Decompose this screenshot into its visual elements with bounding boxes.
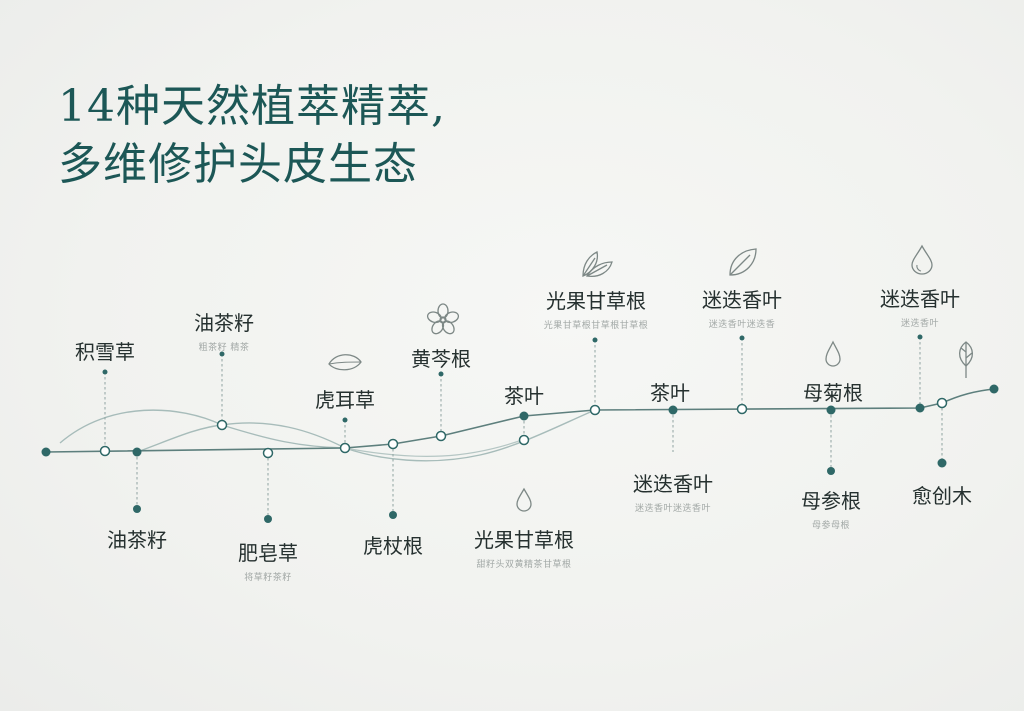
- ingredient-subtext: 将草籽茶籽: [244, 573, 292, 583]
- ingredient-name: 母菊根: [803, 381, 863, 405]
- ingredient-name: 母参根: [801, 489, 861, 513]
- leaf-icon: [328, 354, 362, 371]
- node-mujugen: [826, 405, 836, 415]
- label-youchazi-top: 油茶籽 粗茶籽 精茶: [194, 307, 254, 353]
- ingredient-name: 茶叶: [650, 381, 690, 405]
- node-huangqingen: [435, 430, 447, 442]
- node-midiexiangye-top: [736, 403, 748, 415]
- ingredient-subtext: 迷迭香叶迷迭香叶: [634, 504, 711, 514]
- label-huangqingen: 黄芩根: [411, 343, 471, 372]
- ingredient-name: 光果甘草根: [545, 289, 646, 313]
- leaves-icon: [582, 251, 613, 278]
- timeline-end-node: [989, 384, 999, 394]
- node-midiexiangye-top-tip: [739, 335, 745, 341]
- node-youchazi-bottom-tip: [133, 505, 141, 513]
- node-yuchuangmu-tip: [937, 458, 947, 468]
- node-youchazi-bottom: [132, 447, 142, 457]
- timeline-tail: [941, 388, 995, 404]
- node-chaye-1: [519, 411, 529, 421]
- drop-icon: [516, 487, 532, 512]
- ingredient-name: 光果甘草根: [474, 528, 574, 552]
- ingredient-subtext: 甜籽头双黄精茶甘草根: [476, 560, 572, 570]
- label-jixuecao: 积雪草: [75, 336, 135, 365]
- label-huzhanggen: 虎杖根: [363, 530, 423, 559]
- label-huercao: 虎耳草: [315, 384, 375, 413]
- node-midiexiangye-right: [915, 403, 925, 413]
- ingredient-name: 积雪草: [75, 340, 135, 364]
- node-huercao: [339, 442, 351, 454]
- ingredient-subtext: 光果甘草根甘草根甘草根: [543, 321, 649, 331]
- ingredient-subtext: 迷迭香叶: [900, 319, 939, 329]
- timeline-start-node: [41, 447, 51, 457]
- node-chaye-2: [668, 405, 678, 415]
- ingredient-name: 黄芩根: [411, 347, 471, 371]
- ingredient-name: 肥皂草: [238, 541, 298, 565]
- node-youchazi-top: [216, 419, 228, 431]
- label-mujugen: 母菊根: [803, 377, 863, 406]
- ingredient-name: 茶叶: [504, 384, 544, 408]
- ingredient-subtext: 母参母根: [811, 521, 850, 531]
- ingredient-subtext: 迷迭香叶迷迭香: [708, 320, 776, 330]
- label-gancao-top: 光果甘草根 光果甘草根甘草根甘草根: [544, 285, 649, 331]
- lower-wave-curve: [344, 439, 523, 457]
- node-feizaocao-tip: [264, 515, 272, 523]
- label-gancao-bottom: 光果甘草根 甜籽头双黄精茶甘草根: [474, 524, 574, 570]
- label-midiexiangye-bottom: 迷迭香叶 迷迭香叶迷迭香叶: [633, 468, 713, 514]
- node-midiexiangye-right-tip: [917, 334, 923, 340]
- ingredient-name: 愈创木: [912, 484, 972, 508]
- ingredient-name: 虎耳草: [315, 388, 375, 412]
- node-feizaocao: [262, 447, 274, 459]
- node-yuchuangmu: [936, 397, 948, 409]
- label-mushengen: 母参根 母参母根: [801, 485, 861, 531]
- node-gancao-top-tip: [592, 337, 598, 343]
- label-midiexiangye-right: 迷迭香叶 迷迭香叶: [880, 283, 960, 329]
- headline-line-2: 多维修护头皮生态: [58, 139, 418, 190]
- label-feizaocao: 肥皂草 将草籽茶籽: [238, 537, 298, 583]
- ingredient-name: 迷迭香叶: [880, 287, 960, 311]
- ingredient-name: 迷迭香叶: [633, 472, 713, 496]
- flower-icon: [426, 303, 460, 335]
- ingredient-name: 迷迭香叶: [702, 288, 782, 312]
- leaf-icon: [729, 248, 757, 276]
- drop-icon: [825, 340, 841, 367]
- node-gancao-top: [589, 404, 601, 416]
- headline: 14种天然植萃精萃, 多维修护头皮生态: [58, 78, 446, 194]
- node-youchazi-top-tip: [219, 351, 225, 357]
- connector-lines: [104, 337, 943, 518]
- node-huzhanggen: [387, 438, 399, 450]
- node-huercao-tip: [342, 417, 348, 423]
- sprout-icon: [958, 341, 974, 378]
- drop-icon: [911, 244, 933, 275]
- node-huzhanggen-tip: [389, 511, 397, 519]
- ingredient-name: 油茶籽: [194, 311, 254, 335]
- label-midiexiangye-top: 迷迭香叶 迷迭香叶迷迭香: [702, 284, 782, 330]
- ingredient-name: 油茶籽: [107, 528, 167, 552]
- headline-line-1: 14种天然植萃精萃,: [58, 81, 446, 132]
- label-youchazi-bottom: 油茶籽: [107, 524, 167, 553]
- label-chaye-1: 茶叶: [504, 380, 544, 409]
- ingredient-subtext: 粗茶籽 精茶: [198, 343, 250, 353]
- node-huangqingen-tip: [438, 371, 444, 377]
- node-jixuecao-tip: [102, 369, 108, 375]
- node-gancao-bottom: [518, 434, 530, 446]
- node-jixuecao: [99, 445, 111, 457]
- main-timeline-line: [45, 402, 943, 453]
- node-mushengen-tip: [827, 467, 835, 475]
- label-yuchuangmu: 愈创木: [912, 480, 972, 509]
- label-chaye-2: 茶叶: [650, 377, 690, 406]
- ingredient-name: 虎杖根: [363, 534, 423, 558]
